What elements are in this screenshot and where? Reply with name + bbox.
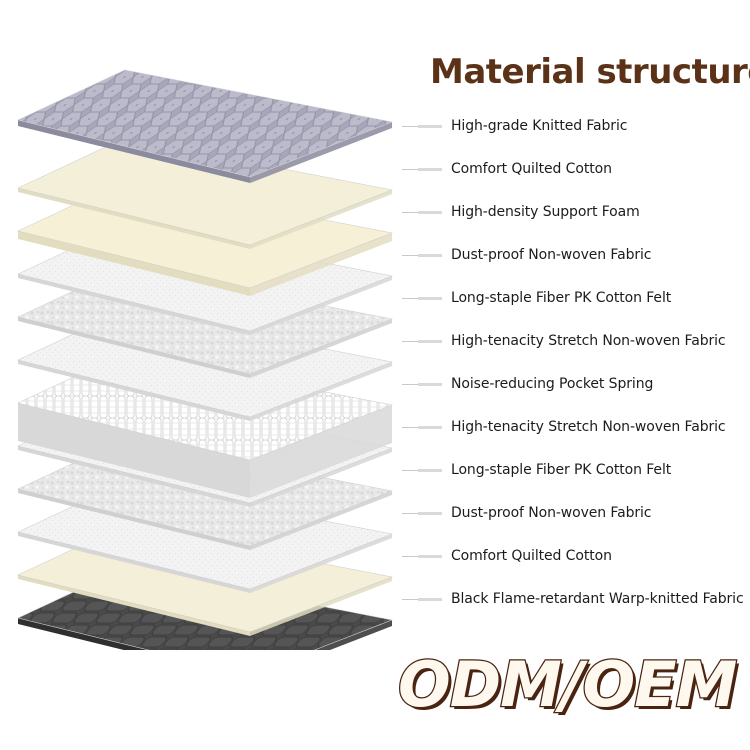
layer-side-right-3 (250, 233, 392, 296)
label-connector (402, 340, 442, 343)
layer-side-4 (18, 274, 250, 335)
layer-1-knit (17, 69, 394, 178)
layer-label-3: High-density Support Foam (451, 204, 640, 220)
layer-side-8 (18, 446, 250, 507)
layer-label-5: Long-staple Fiber PK Cotton Felt (451, 290, 672, 306)
label-connector (402, 598, 442, 601)
label-connector (402, 469, 442, 472)
layer-label-8: High-tenacity Stretch Non-woven Fabric (451, 419, 726, 435)
layer-side-right-1 (250, 122, 392, 183)
label-connector (402, 555, 442, 558)
layer-side-9 (18, 489, 250, 550)
layer-side-11 (18, 575, 250, 636)
layer-side-7 (18, 403, 250, 498)
label-connector (402, 383, 442, 386)
layer-side-right-8 (250, 448, 392, 507)
layer-side-right-6 (250, 362, 392, 421)
layer-label-7: Noise-reducing Pocket Spring (451, 376, 654, 392)
layer-side-right-11 (250, 577, 392, 636)
layer-label-6: High-tenacity Stretch Non-woven Fabric (451, 333, 726, 349)
layer-side-right-10 (250, 534, 392, 593)
label-connector (402, 426, 442, 429)
layer-label-1: High-grade Knitted Fabric (451, 118, 628, 134)
layer-label-12: Black Flame-retardant Warp-knitted Fabri… (451, 591, 744, 607)
layer-side-right-9 (250, 491, 392, 550)
layer-label-11: Comfort Quilted Cotton (451, 548, 612, 564)
label-connector (402, 125, 442, 128)
layer-2-cotton (17, 137, 394, 246)
layer-side-right-4 (250, 276, 392, 335)
layer-label-4: Dust-proof Non-woven Fabric (451, 247, 652, 263)
layer-side-right-5 (250, 319, 392, 378)
label-connector (402, 297, 442, 300)
label-connector (402, 512, 442, 515)
layer-side-5 (18, 317, 250, 378)
layer-side-3 (18, 231, 250, 296)
layer-label-9: Long-staple Fiber PK Cotton Felt (451, 462, 672, 478)
layer-side-6 (18, 360, 250, 421)
layer-side-1 (18, 120, 250, 183)
layer-side-10 (18, 532, 250, 593)
layer-side-right-2 (250, 190, 392, 249)
layer-side-2 (18, 188, 250, 249)
label-connector (402, 211, 442, 214)
layer-label-10: Dust-proof Non-woven Fabric (451, 505, 652, 521)
label-connector (402, 168, 442, 171)
layer-label-2: Comfort Quilted Cotton (451, 161, 612, 177)
layer-side-right-7 (250, 405, 392, 498)
label-connector (402, 254, 442, 257)
layer-stack-illustration (17, 69, 394, 650)
page-title: Material structure (430, 52, 750, 92)
odm-oem-banner: ODM/OEM (397, 647, 739, 723)
